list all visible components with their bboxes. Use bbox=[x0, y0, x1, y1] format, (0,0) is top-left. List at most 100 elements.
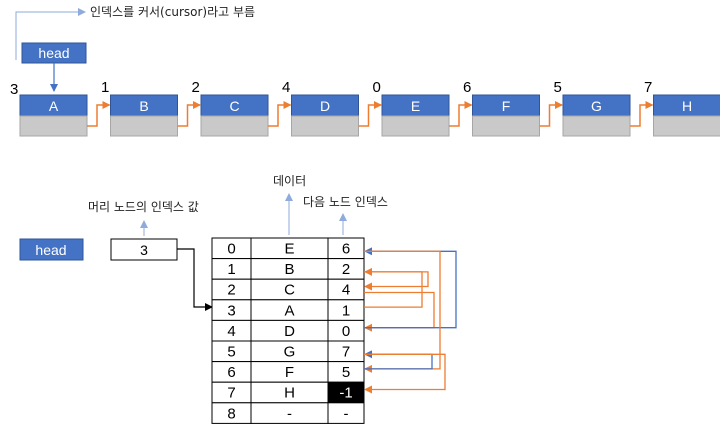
table-row: 1 B 2 bbox=[211, 258, 365, 280]
node-next-cell bbox=[200, 115, 269, 137]
table-row: 4 D 0 bbox=[211, 319, 365, 342]
table-cell-next-text: 2 bbox=[342, 261, 350, 278]
table-head-value: 3 bbox=[140, 242, 148, 258]
node-link-arrow bbox=[449, 101, 473, 127]
head-to-row3-arrow bbox=[177, 248, 213, 311]
node-link-arrow bbox=[87, 101, 111, 127]
node-index-label: 4 bbox=[282, 79, 290, 96]
table-cell-data-text: B bbox=[284, 261, 294, 278]
table-cell-data-text: D bbox=[284, 323, 295, 340]
node-next-cell bbox=[19, 115, 88, 137]
node-data-label: G bbox=[591, 98, 602, 114]
node-data-label: E bbox=[411, 98, 420, 114]
next-link-arrow bbox=[364, 350, 433, 370]
table-cell-idx-text: 8 bbox=[227, 405, 235, 422]
node-F: F5 bbox=[472, 79, 563, 137]
head-index-caption: 머리 노드의 인덱스 값 bbox=[88, 200, 199, 214]
node-data-label: A bbox=[49, 98, 59, 114]
table-cell-data-text: H bbox=[284, 385, 295, 402]
node-D: D0 bbox=[291, 79, 382, 137]
next-link-arrow bbox=[364, 247, 457, 329]
table-cell-next-text: 4 bbox=[342, 282, 350, 299]
node-B: B2 bbox=[110, 79, 201, 137]
table-head-label: head bbox=[35, 242, 66, 258]
node-link-arrow bbox=[358, 101, 382, 127]
table-row: 6 F 5 bbox=[211, 361, 365, 383]
table-cell-data-text: A bbox=[284, 302, 294, 319]
node-next-cell bbox=[381, 115, 450, 137]
table-cell-next-text: 6 bbox=[342, 241, 350, 258]
cursor-caption-arrow bbox=[15, 8, 86, 60]
table-cell-data-text: G bbox=[284, 344, 296, 361]
node-next-cell bbox=[472, 115, 540, 137]
table-cell-idx-text: 2 bbox=[227, 282, 235, 299]
node-next-cell bbox=[653, 115, 720, 137]
head-cursor-value: 3 bbox=[10, 81, 18, 98]
node-next-cell bbox=[562, 115, 631, 137]
table-cell-idx-text: 3 bbox=[227, 302, 235, 319]
table-cell-next-text: 5 bbox=[342, 364, 350, 381]
node-link-arrow bbox=[539, 101, 563, 127]
node-data-label: H bbox=[682, 98, 692, 114]
top-head-box: head 3 bbox=[10, 42, 87, 98]
node-link-arrow bbox=[268, 101, 292, 127]
node-link-arrow bbox=[630, 101, 654, 127]
top-head-label: head bbox=[38, 45, 69, 61]
table-row: 2 C 4 bbox=[211, 278, 365, 301]
node-data-label: D bbox=[320, 98, 330, 114]
column-captions: 데이터 다음 노드 인덱스 bbox=[273, 174, 388, 235]
next-link-arrow bbox=[364, 353, 446, 394]
next-index-links bbox=[364, 247, 457, 394]
table-row: 7 H -1 bbox=[211, 381, 365, 404]
node-index-label: 5 bbox=[554, 79, 562, 96]
node-data-label: C bbox=[229, 98, 239, 114]
table-cell-next-text: 1 bbox=[342, 302, 350, 319]
table-cell-next-text: - bbox=[344, 405, 349, 422]
node-next-cell bbox=[291, 115, 359, 137]
node-index-label: 2 bbox=[192, 79, 200, 96]
table-cell-data-text: C bbox=[284, 282, 295, 299]
table-cell-idx-text: 1 bbox=[227, 261, 235, 278]
node-index-label: 0 bbox=[373, 79, 381, 96]
next-link-arrow bbox=[364, 271, 429, 291]
node-index-label: 1 bbox=[101, 79, 109, 96]
table-cell-next bbox=[327, 402, 365, 424]
table-cell-idx-text: 5 bbox=[227, 344, 235, 361]
table-cell-idx-text: 6 bbox=[227, 364, 235, 381]
table-cell-data-text: E bbox=[284, 241, 294, 258]
table-cell-next-text: -1 bbox=[339, 385, 352, 402]
table-row: 3 A 1 bbox=[211, 299, 365, 321]
data-caption: 데이터 bbox=[273, 174, 306, 188]
table-cell-next-text: 0 bbox=[342, 323, 350, 340]
node-data-label: F bbox=[502, 98, 511, 114]
table-cell-data-text: F bbox=[285, 364, 294, 381]
table-head-group: head 3 머리 노드의 인덱스 값 bbox=[19, 200, 213, 311]
node-C: C4 bbox=[200, 79, 292, 137]
table-row: 8 - - bbox=[211, 402, 365, 424]
next-link-arrow bbox=[364, 267, 423, 308]
table-row: 0 E 6 bbox=[211, 237, 365, 260]
node-A: A1 bbox=[19, 79, 111, 137]
table-cell-next-text: 7 bbox=[342, 344, 350, 361]
node-E: E6 bbox=[381, 79, 473, 137]
table-cell-idx-text: 0 bbox=[227, 241, 235, 258]
table-head-rect bbox=[19, 238, 84, 261]
next-link-arrow bbox=[364, 250, 441, 373]
next-link-arrow bbox=[364, 291, 435, 332]
next-caption: 다음 노드 인덱스 bbox=[303, 195, 388, 209]
node-H: H bbox=[653, 94, 720, 137]
node-index-label: 7 bbox=[644, 79, 652, 96]
node-next-cell bbox=[110, 115, 178, 137]
table-row: 5 G 7 bbox=[211, 340, 365, 363]
cursor-caption-group: 인덱스를 커서(cursor)라고 부름 bbox=[15, 5, 255, 60]
node-data-label: B bbox=[139, 98, 148, 114]
cursor-caption: 인덱스를 커서(cursor)라고 부름 bbox=[90, 5, 255, 19]
node-link-arrow bbox=[177, 101, 201, 127]
table-cell-data-text: - bbox=[287, 405, 292, 422]
table-cell-idx-text: 4 bbox=[227, 323, 235, 340]
table-cell-idx-text: 7 bbox=[227, 385, 235, 402]
node-index-label: 6 bbox=[463, 79, 471, 96]
